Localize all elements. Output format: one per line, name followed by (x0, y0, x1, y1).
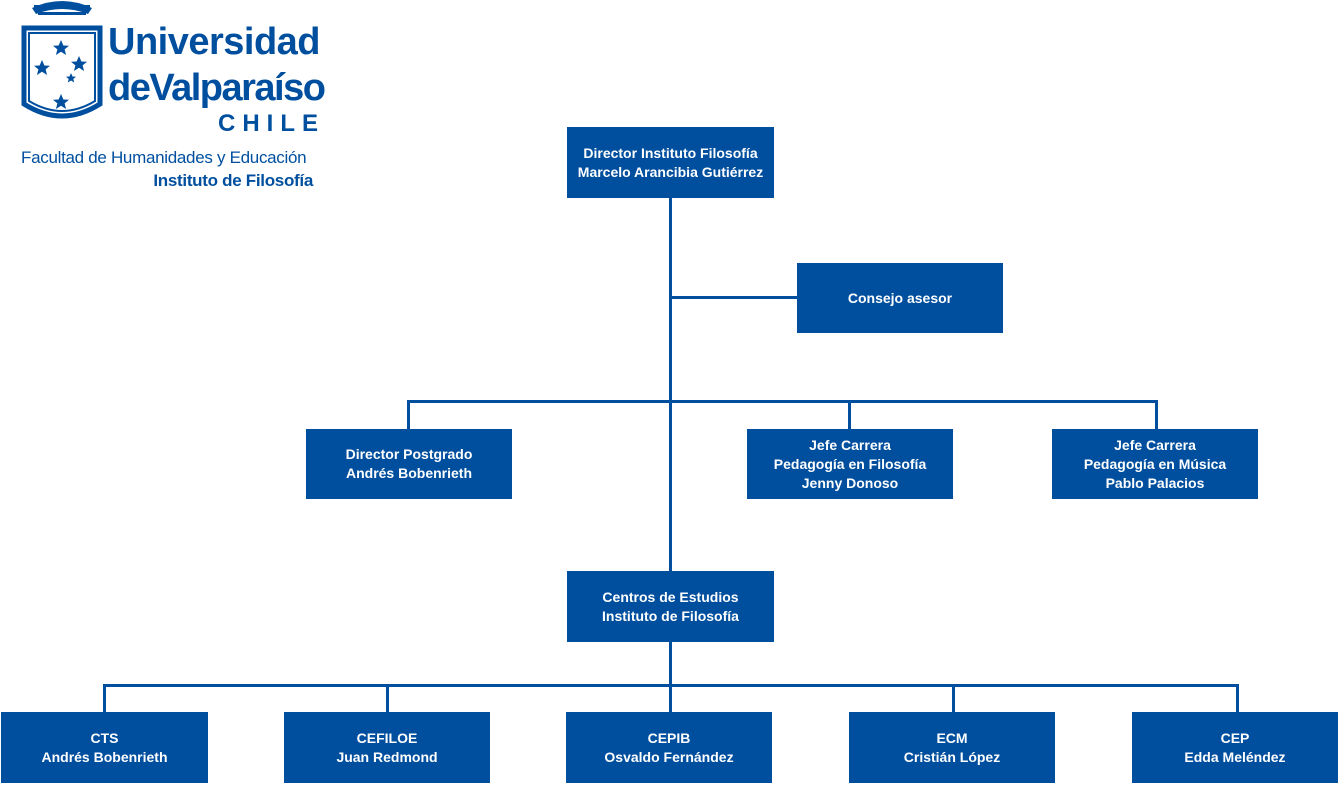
node-centros-subtitle: Instituto de Filosofía (602, 607, 739, 624)
connector-director-trunk (669, 197, 672, 572)
connector-postgrado (407, 400, 410, 430)
node-centros-estudios: Centros de Estudios Instituto de Filosof… (567, 571, 774, 642)
node-cep-title: CEP (1220, 729, 1250, 746)
node-cep: CEP Edda Meléndez (1132, 712, 1338, 783)
node-director-title: Director Instituto Filosofía (583, 144, 758, 161)
node-ecm-title: ECM (936, 729, 968, 746)
logo-chile: CHILE (218, 110, 325, 137)
node-jefe-musica-name: Pablo Palacios (1105, 474, 1205, 491)
node-cefiloe: CEFILOE Juan Redmond (284, 712, 490, 783)
connector-cepib (669, 684, 672, 713)
node-cepib-title: CEPIB (647, 729, 691, 746)
node-cepib-name: Osvaldo Fernández (604, 748, 734, 765)
logo-universidad: Universidad (108, 21, 321, 63)
node-cts-title: CTS (90, 729, 119, 746)
node-centros-title: Centros de Estudios (602, 588, 739, 605)
node-jefe-filosofia-program: Pedagogía en Filosofía (773, 455, 927, 472)
node-cep-name: Edda Meléndez (1184, 748, 1286, 765)
node-consejo-title: Consejo asesor (847, 289, 953, 306)
node-jefe-musica: Jefe Carrera Pedagogía en Música Pablo P… (1052, 429, 1258, 499)
connector-cefiloe (386, 684, 389, 713)
shield-stars-icon (21, 1, 103, 119)
connector-level2-bar (407, 400, 1158, 403)
node-director: Director Instituto Filosofía Marcelo Ara… (567, 127, 774, 198)
node-cefiloe-title: CEFILOE (356, 729, 418, 746)
node-jefe-filosofia-name: Jenny Donoso (801, 474, 899, 491)
institute-name: Instituto de Filosofía (153, 171, 313, 190)
logo-valparaiso: deValparaíso (108, 67, 326, 109)
node-ecm: ECM Cristián López (849, 712, 1055, 783)
node-director-postgrado: Director Postgrado Andrés Bobenrieth (306, 429, 512, 499)
node-director-name: Marcelo Arancibia Gutiérrez (577, 163, 764, 180)
connector-jefe-filosofia (848, 400, 851, 430)
connector-cep (1236, 684, 1239, 713)
node-jefe-filosofia-title: Jefe Carrera (809, 436, 891, 453)
node-cts-name: Andrés Bobenrieth (41, 748, 168, 765)
faculty-name: Facultad de Humanidades y Educación (21, 148, 307, 167)
node-jefe-musica-program: Pedagogía en Música (1083, 455, 1227, 472)
node-cepib: CEPIB Osvaldo Fernández (566, 712, 772, 783)
connector-centros-trunk (669, 641, 672, 685)
node-cefiloe-name: Juan Redmond (336, 748, 438, 765)
node-jefe-musica-title: Jefe Carrera (1114, 436, 1196, 453)
connector-cts (103, 684, 106, 713)
node-cts: CTS Andrés Bobenrieth (1, 712, 208, 783)
node-postgrado-name: Andrés Bobenrieth (345, 465, 472, 481)
node-jefe-filosofia: Jefe Carrera Pedagogía en Filosofía Jenn… (747, 429, 953, 499)
node-postgrado-title: Director Postgrado (345, 446, 473, 462)
connector-consejo (669, 296, 797, 299)
connector-ecm (952, 684, 955, 713)
node-consejo-asesor: Consejo asesor (797, 263, 1003, 333)
node-ecm-name: Cristián López (903, 748, 1001, 765)
connector-jefe-musica (1155, 400, 1158, 430)
